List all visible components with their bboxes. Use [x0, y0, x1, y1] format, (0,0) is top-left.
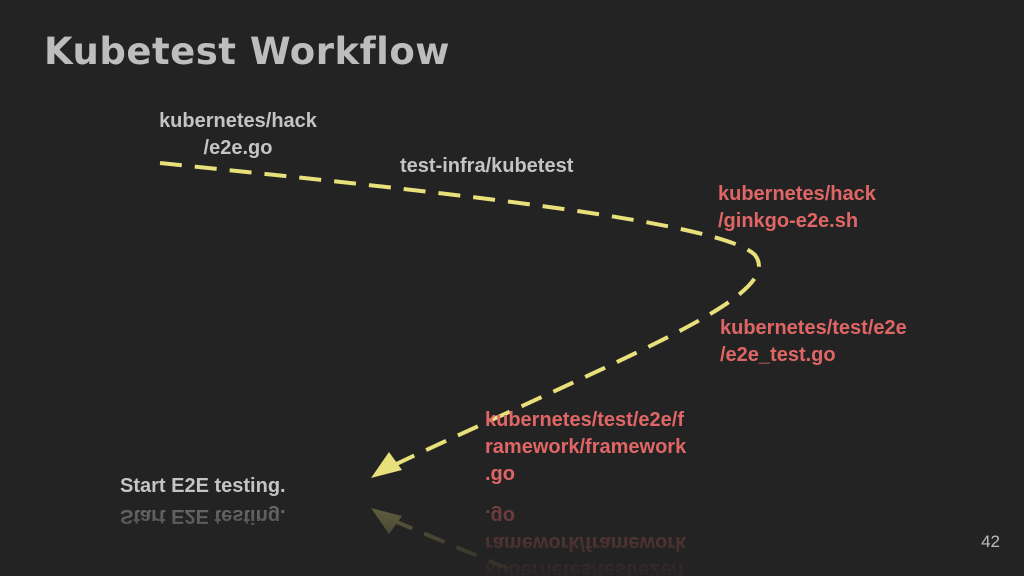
reflection-framework: kubernetes/test/e2e/f ramework/framework…	[485, 505, 687, 576]
label-ginkgo-e2e: kubernetes/hack /ginkgo-e2e.sh	[718, 183, 876, 232]
label-start-testing: Start E2E testing.	[120, 475, 286, 497]
slide-title: Kubetest Workflow	[44, 30, 450, 73]
arrowhead	[371, 452, 402, 478]
reflection-start-testing: Start E2E testing.	[120, 505, 286, 527]
page-number: 42	[981, 532, 1000, 551]
label-hack-e2e: kubernetes/hack /e2e.go	[159, 110, 317, 159]
label-e2e-test: kubernetes/test/e2e /e2e_test.go	[720, 317, 907, 366]
label-framework: kubernetes/test/e2e/f ramework/framework…	[485, 409, 687, 485]
label-kubetest: test-infra/kubetest	[400, 155, 574, 177]
dashed-flow-path	[159, 161, 761, 468]
